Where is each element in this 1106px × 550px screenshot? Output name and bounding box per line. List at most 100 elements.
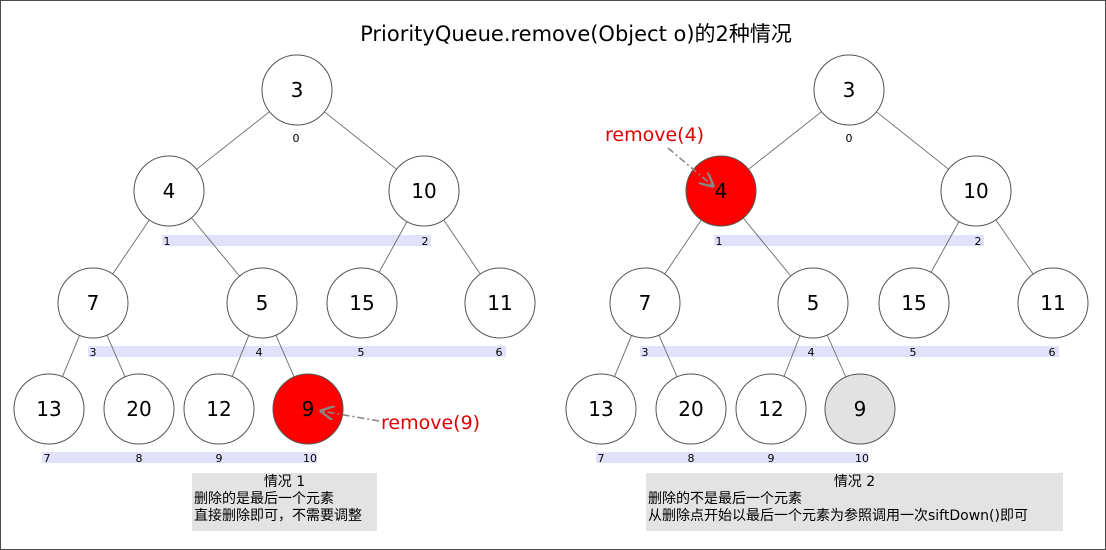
tree-edge <box>783 335 801 377</box>
heap-node-value: 7 <box>639 291 652 315</box>
array-index-label: 5 <box>910 346 917 359</box>
index-row-highlight <box>714 235 984 246</box>
heap-node-value: 9 <box>302 397 315 421</box>
caption-case-1-line-1: 删除的是最后一个元素 <box>194 491 334 507</box>
caption-case-2-line-2: 从删除点开始以最后一个元素为参照调用一次siftDown()即可 <box>648 508 1028 524</box>
tree-edge <box>742 217 792 277</box>
heap-node-normal <box>226 267 298 339</box>
diagram-title: PriorityQueue.remove(Object o)的2种情况 <box>360 22 792 46</box>
array-index-label: 8 <box>688 452 695 465</box>
heap-node-normal <box>813 54 885 126</box>
array-index-label: 0 <box>293 132 300 145</box>
array-index-label: 6 <box>1049 346 1056 359</box>
heap-node-value: 13 <box>588 397 613 421</box>
heap-node-normal <box>777 267 849 339</box>
tree-edge <box>664 219 702 275</box>
heap-node-value: 10 <box>411 179 436 203</box>
remove-9-arrow <box>321 411 380 422</box>
tree-edge <box>876 111 949 170</box>
tree-edge <box>378 221 408 273</box>
index-row-highlight <box>42 452 317 463</box>
heap-node-value: 20 <box>678 397 703 421</box>
tree-edge <box>613 335 633 377</box>
array-index-label: 7 <box>598 452 605 465</box>
array-index-label: 4 <box>808 346 815 359</box>
heap-node-value: 3 <box>843 78 856 102</box>
tree-edge <box>658 334 678 378</box>
heap-node-normal <box>464 267 536 339</box>
tree-edge <box>191 217 240 277</box>
index-row-highlight <box>640 346 1059 357</box>
array-index-label: 1 <box>164 235 171 248</box>
heap-node-value: 4 <box>715 179 728 203</box>
heap-node-value: 5 <box>807 291 820 315</box>
heap-node-normal <box>133 155 205 227</box>
heap-node-value: 12 <box>206 397 231 421</box>
heap-node-normal <box>565 373 637 445</box>
heap-node-value: 10 <box>963 179 988 203</box>
tree-edge <box>106 334 126 378</box>
heap-node-value: 11 <box>1040 291 1065 315</box>
heap-node-normal <box>655 373 727 445</box>
array-index-label: 6 <box>496 346 503 359</box>
heap-node-value: 7 <box>87 291 100 315</box>
heap-node-normal <box>388 155 460 227</box>
heap-node-moved <box>824 373 896 445</box>
heap-node-normal <box>13 373 85 445</box>
array-index-label: 4 <box>256 346 263 359</box>
caption-case-1-line-2: 直接删除即可，不需要调整 <box>194 508 362 524</box>
tree-edge <box>748 111 822 170</box>
remove-4-label: remove(4) <box>605 124 704 146</box>
heap-node-value: 12 <box>758 397 783 421</box>
array-index-label: 3 <box>90 346 97 359</box>
tree-edge <box>826 334 847 378</box>
heap-node-normal <box>183 373 255 445</box>
tree-edge <box>275 334 295 378</box>
heap-node-value: 3 <box>291 78 304 102</box>
heap-node-value: 15 <box>349 291 374 315</box>
heap-node-normal <box>261 54 333 126</box>
array-index-label: 9 <box>216 452 223 465</box>
array-index-label: 2 <box>975 235 982 248</box>
remove-4-arrow <box>667 147 713 186</box>
remove-9-label: remove(9) <box>381 412 480 434</box>
array-index-label: 9 <box>768 452 775 465</box>
tree-edge <box>995 219 1034 275</box>
heap-node-value: 15 <box>901 291 926 315</box>
index-row-highlight <box>88 346 506 357</box>
array-index-label: 0 <box>846 132 853 145</box>
array-index-label: 8 <box>136 452 143 465</box>
heap-node-normal <box>57 267 129 339</box>
heap-node-normal <box>878 267 950 339</box>
array-index-label: 7 <box>44 452 51 465</box>
caption-case-2-title: 情况 2 <box>833 474 876 490</box>
index-row-highlight <box>162 235 431 246</box>
index-row-highlight <box>596 452 868 463</box>
array-index-label: 10 <box>303 452 317 465</box>
tree-edge <box>231 335 250 377</box>
heap-node-value: 4 <box>163 179 176 203</box>
tree-edge <box>196 111 270 170</box>
heap-node-normal <box>326 267 398 339</box>
array-index-label: 1 <box>716 235 723 248</box>
heap-node-value: 13 <box>36 397 61 421</box>
heap-node-normal <box>735 373 807 445</box>
tree-edge <box>930 221 960 273</box>
caption-case-1: 情况 1 删除的是最后一个元素 直接删除即可，不需要调整 <box>192 473 377 531</box>
remove-annotations: remove(9) remove(4) <box>321 124 713 434</box>
array-index-label: 2 <box>422 235 429 248</box>
heap-node-removed <box>272 373 344 445</box>
array-index-label: 5 <box>358 346 365 359</box>
array-index-label: 10 <box>855 452 869 465</box>
tree-edge <box>443 219 481 275</box>
heap-node-value: 20 <box>126 397 151 421</box>
heap-node-value: 11 <box>487 291 512 315</box>
heap-node-normal <box>940 155 1012 227</box>
heap-node-normal <box>1017 267 1089 339</box>
caption-case-2: 情况 2 删除的不是最后一个元素 从删除点开始以最后一个元素为参照调用一次sif… <box>646 473 1063 531</box>
heap-node-normal <box>609 267 681 339</box>
